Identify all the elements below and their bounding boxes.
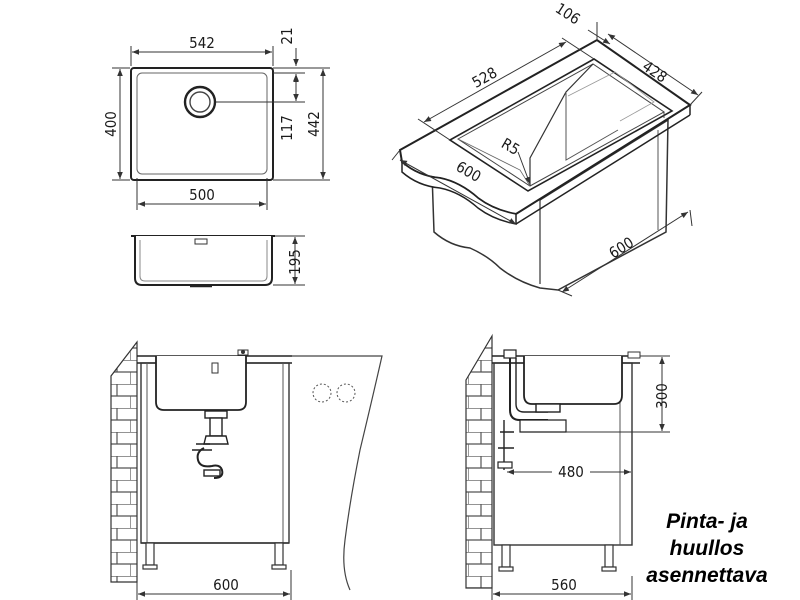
dim-drain-offset: 117 <box>278 115 296 141</box>
side-profile-dim <box>273 235 305 286</box>
dim-outer-depth: 442 <box>305 111 323 137</box>
dim-rim-offset: 21 <box>278 27 296 44</box>
dim-inner-width: 500 <box>189 186 215 204</box>
brick-wall-side <box>465 333 493 589</box>
side-profile <box>131 235 275 288</box>
iso-dimensions <box>391 22 703 297</box>
dim-side-cabinet-depth: 560 <box>551 576 577 594</box>
note-line-1: Pinta- ja <box>666 510 748 533</box>
dim-front-cabinet-width: 600 <box>213 576 239 594</box>
front-install-view <box>110 340 383 591</box>
installation-note: Pinta- ja huullos asennettava <box>622 508 792 589</box>
top-view <box>130 67 274 181</box>
top-outer-rim <box>130 67 274 181</box>
note-line-2: huullos <box>669 537 745 560</box>
dim-iso-rim: 106 <box>552 0 583 28</box>
dim-drain-depth: 480 <box>558 463 584 481</box>
brick-wall-left <box>110 340 138 583</box>
top-inner-bowl <box>136 72 268 175</box>
note-line-3: asennettava <box>646 564 768 587</box>
dim-inner-depth: 400 <box>102 111 120 137</box>
dim-iso-width: 528 <box>469 64 500 92</box>
side-install-dims <box>491 355 670 600</box>
dim-outer-width: 542 <box>189 34 215 52</box>
drain-inner <box>189 91 211 113</box>
top-dimensions <box>112 46 330 210</box>
wall-right-curve <box>292 355 383 591</box>
dim-side-height: 300 <box>653 383 671 409</box>
dim-bowl-depth: 195 <box>286 249 304 275</box>
front-install-dim <box>136 570 292 600</box>
side-install-view <box>465 333 641 589</box>
isometric-view <box>398 38 692 291</box>
